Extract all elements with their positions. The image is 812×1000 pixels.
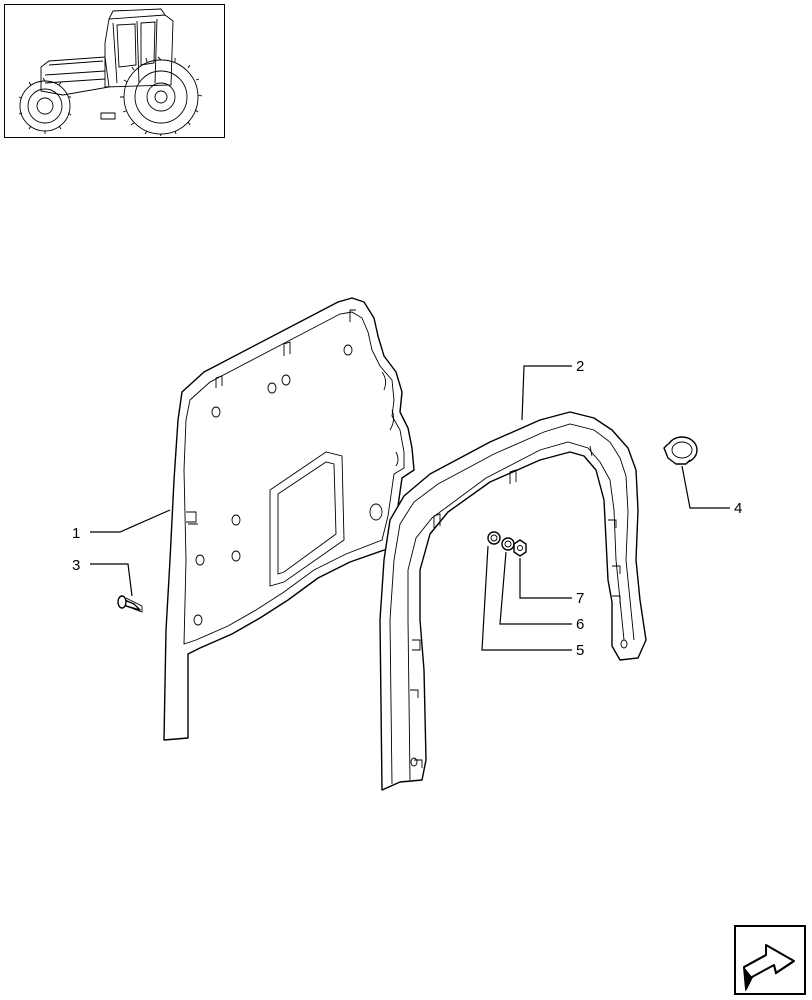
callout-5: 5 (576, 642, 584, 659)
part-5-washer (487, 531, 501, 545)
next-page-arrow-icon (743, 944, 795, 992)
tractor-icon (18, 8, 203, 139)
part-3-bolt (117, 595, 143, 613)
part-4-cap (663, 436, 698, 465)
callout-3: 3 (72, 557, 80, 574)
next-page-button[interactable] (734, 925, 806, 995)
callout-1: 1 (72, 525, 80, 542)
tractor-thumbnail (4, 4, 225, 139)
part-6-washer (501, 537, 515, 551)
callout-6: 6 (576, 616, 584, 633)
leader-lines (90, 365, 730, 651)
part-2-frame (379, 411, 647, 791)
part-1-panel (163, 297, 415, 741)
callout-7: 7 (576, 590, 584, 607)
callout-2: 2 (576, 358, 584, 375)
part-7-nut (513, 539, 527, 557)
callout-4: 4 (734, 500, 742, 517)
